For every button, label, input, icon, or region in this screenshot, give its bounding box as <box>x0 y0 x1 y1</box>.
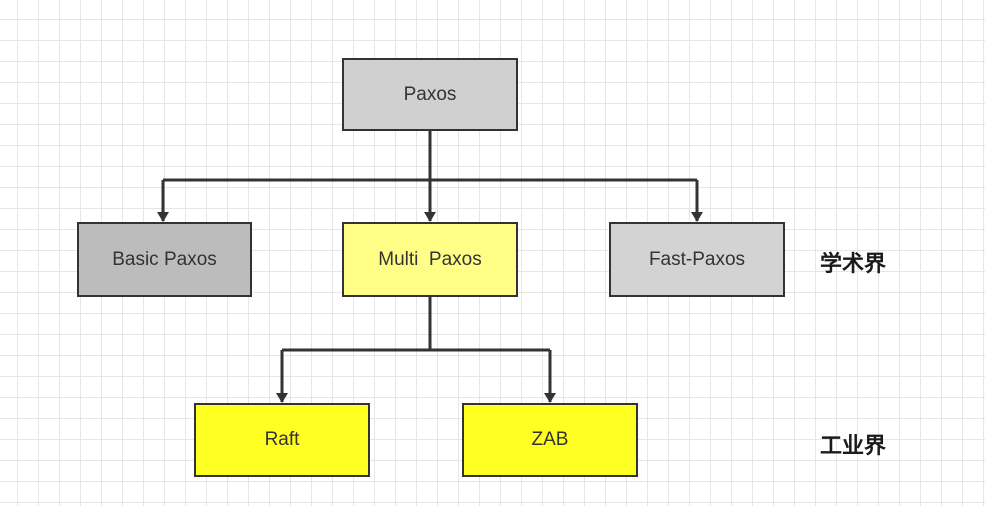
node-fast-paxos[interactable]: Fast-Paxos <box>609 222 785 297</box>
tier-label-industry: 工业界 <box>820 434 887 459</box>
tier-label-academia: 学术界 <box>820 252 887 277</box>
node-raft-label: Raft <box>264 429 300 450</box>
node-basic-paxos[interactable]: Basic Paxos <box>77 222 252 297</box>
node-fast-paxos-label: Fast-Paxos <box>648 248 746 270</box>
node-multi-paxos[interactable]: Multi Paxos <box>342 222 518 297</box>
node-multi-paxos-label: Multi Paxos <box>378 248 482 270</box>
node-paxos[interactable]: Paxos <box>342 58 518 131</box>
node-paxos-label: Paxos <box>403 83 457 105</box>
node-zab-label: ZAB <box>531 429 569 450</box>
node-basic-paxos-label: Basic Paxos <box>112 248 217 270</box>
node-zab[interactable]: ZAB <box>462 403 638 477</box>
node-raft[interactable]: Raft <box>194 403 370 477</box>
